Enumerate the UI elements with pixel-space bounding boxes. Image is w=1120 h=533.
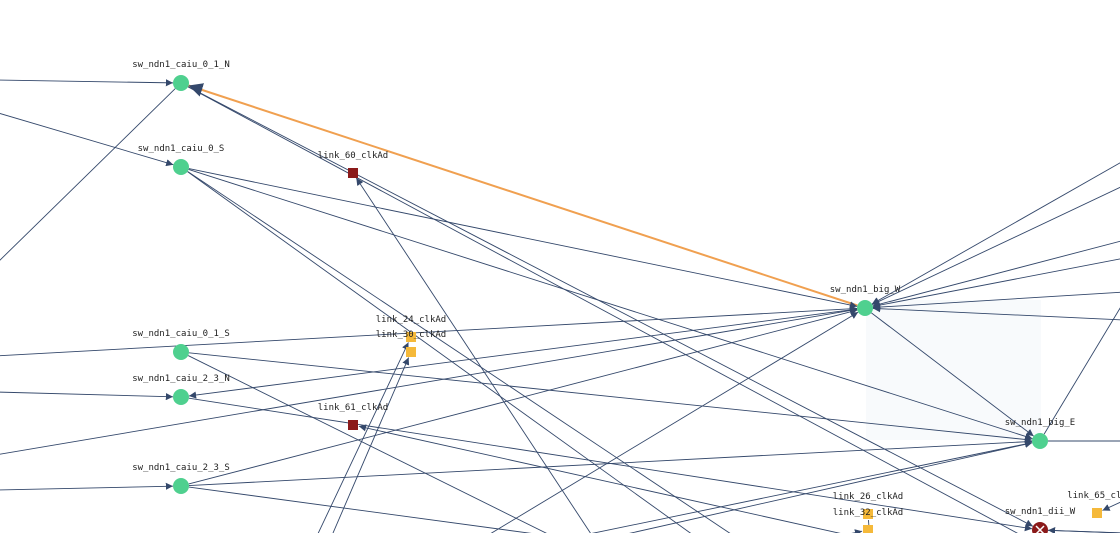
node-label: link_32_clkAd (833, 508, 903, 518)
router-node-icon (173, 478, 189, 494)
node-label: sw_ndn1_big_E (1005, 418, 1075, 428)
edge-offB11-bigE[interactable] (560, 440, 1033, 533)
node-label: link_24_clkAd (376, 315, 446, 325)
node-label: link_30_clkAd (376, 330, 446, 340)
edge-caiu0S-offB2[interactable] (187, 171, 740, 533)
node-caiu23N[interactable]: sw_ndn1_caiu_2_3_N (132, 374, 230, 405)
edge-offR5-bigW[interactable] (872, 291, 1120, 311)
edge-bigW-caiu23N[interactable] (188, 308, 858, 399)
edge-offR1-bigW[interactable] (871, 160, 1120, 305)
edge-offB8-l30[interactable] (330, 357, 410, 533)
edge-caiu23S-bigW[interactable] (188, 308, 858, 485)
link-node-icon (863, 509, 873, 519)
node-l26[interactable]: link_26_clkAd (833, 492, 903, 519)
node-caiu01S[interactable]: sw_ndn1_caiu_0_1_S (132, 329, 230, 360)
edge-caiu01N-diiW[interactable] (187, 86, 1034, 527)
edge-caiu23S-offB6[interactable] (188, 486, 580, 533)
edge-caiu01S-bigE[interactable] (188, 352, 1033, 444)
link-node-icon (863, 525, 873, 533)
edge-offB12-bigE[interactable] (600, 440, 1033, 533)
node-label: sw_ndn1_caiu_0_1_N (132, 60, 230, 70)
node-label: sw_ndn1_caiu_2_3_N (132, 374, 230, 384)
edge-offR2-bigW[interactable] (872, 185, 1120, 305)
node-l60[interactable]: link_60_clkAd (318, 151, 388, 178)
selection-shadow (866, 300, 1041, 440)
node-bigW[interactable]: sw_ndn1_big_W (830, 285, 901, 316)
node-label: sw_ndn1_big_W (830, 285, 901, 295)
edge-l60-offB4[interactable] (355, 177, 595, 533)
node-label: link_60_clkAd (318, 151, 388, 161)
node-caiu0S[interactable]: sw_ndn1_caiu_0_S (138, 144, 225, 175)
node-label: sw_ndn1_caiu_0_S (138, 144, 225, 154)
edge-offL6-bigW[interactable] (0, 306, 858, 455)
router-node-icon (173, 75, 189, 91)
error-node-icon (1032, 522, 1048, 533)
router-node-icon (857, 300, 873, 316)
node-caiu23S[interactable]: sw_ndn1_caiu_2_3_S (132, 463, 230, 494)
link-node-icon (406, 347, 416, 357)
node-l61[interactable]: link_61_clkAd (318, 403, 388, 430)
edge-offR4-bigW[interactable] (872, 258, 1120, 309)
edges-layer (0, 79, 1120, 533)
node-l65[interactable]: link_65_clk (1067, 491, 1120, 518)
node-l24[interactable]: link_24_clkAd (376, 315, 446, 342)
link-node-icon (406, 332, 416, 342)
node-label: sw_ndn1_caiu_2_3_S (132, 463, 230, 473)
node-caiu01N[interactable]: sw_ndn1_caiu_0_1_N (132, 60, 230, 91)
edge-caiu0S-offB1[interactable] (187, 171, 700, 533)
node-diiW[interactable]: sw_ndn1_dii_W (1005, 507, 1076, 533)
router-node-icon (173, 389, 189, 405)
edge-bigW-caiu01N[interactable] (188, 83, 858, 307)
router-node-icon (173, 344, 189, 360)
edge-offL2-caiu0S[interactable] (0, 112, 174, 167)
node-l30[interactable]: link_30_clkAd (376, 330, 446, 357)
edge-offL1-caiu01N[interactable] (0, 79, 174, 87)
edge-offB10-bigW[interactable] (480, 311, 859, 533)
edge-l65-offR10[interactable] (1102, 500, 1120, 511)
node-l32[interactable]: link_32_clkAd (833, 508, 903, 533)
edge-offR3-bigW[interactable] (872, 240, 1120, 308)
edge-caiu01S-offB5[interactable] (187, 355, 560, 533)
router-node-icon (1032, 433, 1048, 449)
edge-bigW-bigE[interactable] (871, 312, 1034, 437)
link-node-icon (348, 168, 358, 178)
edge-offR6-bigW[interactable] (872, 305, 1120, 321)
node-label: link_26_clkAd (833, 492, 903, 502)
node-label: sw_ndn1_caiu_0_1_S (132, 329, 230, 339)
edge-offL3-caiu01N[interactable] (0, 88, 176, 265)
node-bigE[interactable]: sw_ndn1_big_E (1005, 418, 1075, 449)
edge-caiu01N-offB3[interactable] (187, 86, 1030, 533)
node-label: link_61_clkAd (318, 403, 388, 413)
edge-offL7-caiu23S[interactable] (0, 482, 174, 491)
node-label: link_65_clk (1067, 491, 1120, 501)
edge-bigE-offR8[interactable] (1043, 300, 1120, 435)
node-label: sw_ndn1_dii_W (1005, 507, 1076, 517)
edge-offL5-caiu23N[interactable] (0, 391, 174, 401)
edge-caiu23N-diiW[interactable] (188, 397, 1033, 532)
router-node-icon (173, 159, 189, 175)
edge-l61-offB7[interactable] (358, 424, 870, 533)
edge-offL4-bigW[interactable] (0, 305, 858, 357)
link-node-icon (348, 420, 358, 430)
link-node-icon (1092, 508, 1102, 518)
nodes-layer: sw_ndn1_caiu_0_1_N sw_ndn1_caiu_0_S sw_ndn… (132, 60, 1120, 533)
edge-offB9-l24[interactable] (315, 342, 409, 533)
edge-caiu0S-bigE[interactable] (188, 169, 1033, 440)
edge-caiu0S-bigW[interactable] (188, 168, 858, 309)
